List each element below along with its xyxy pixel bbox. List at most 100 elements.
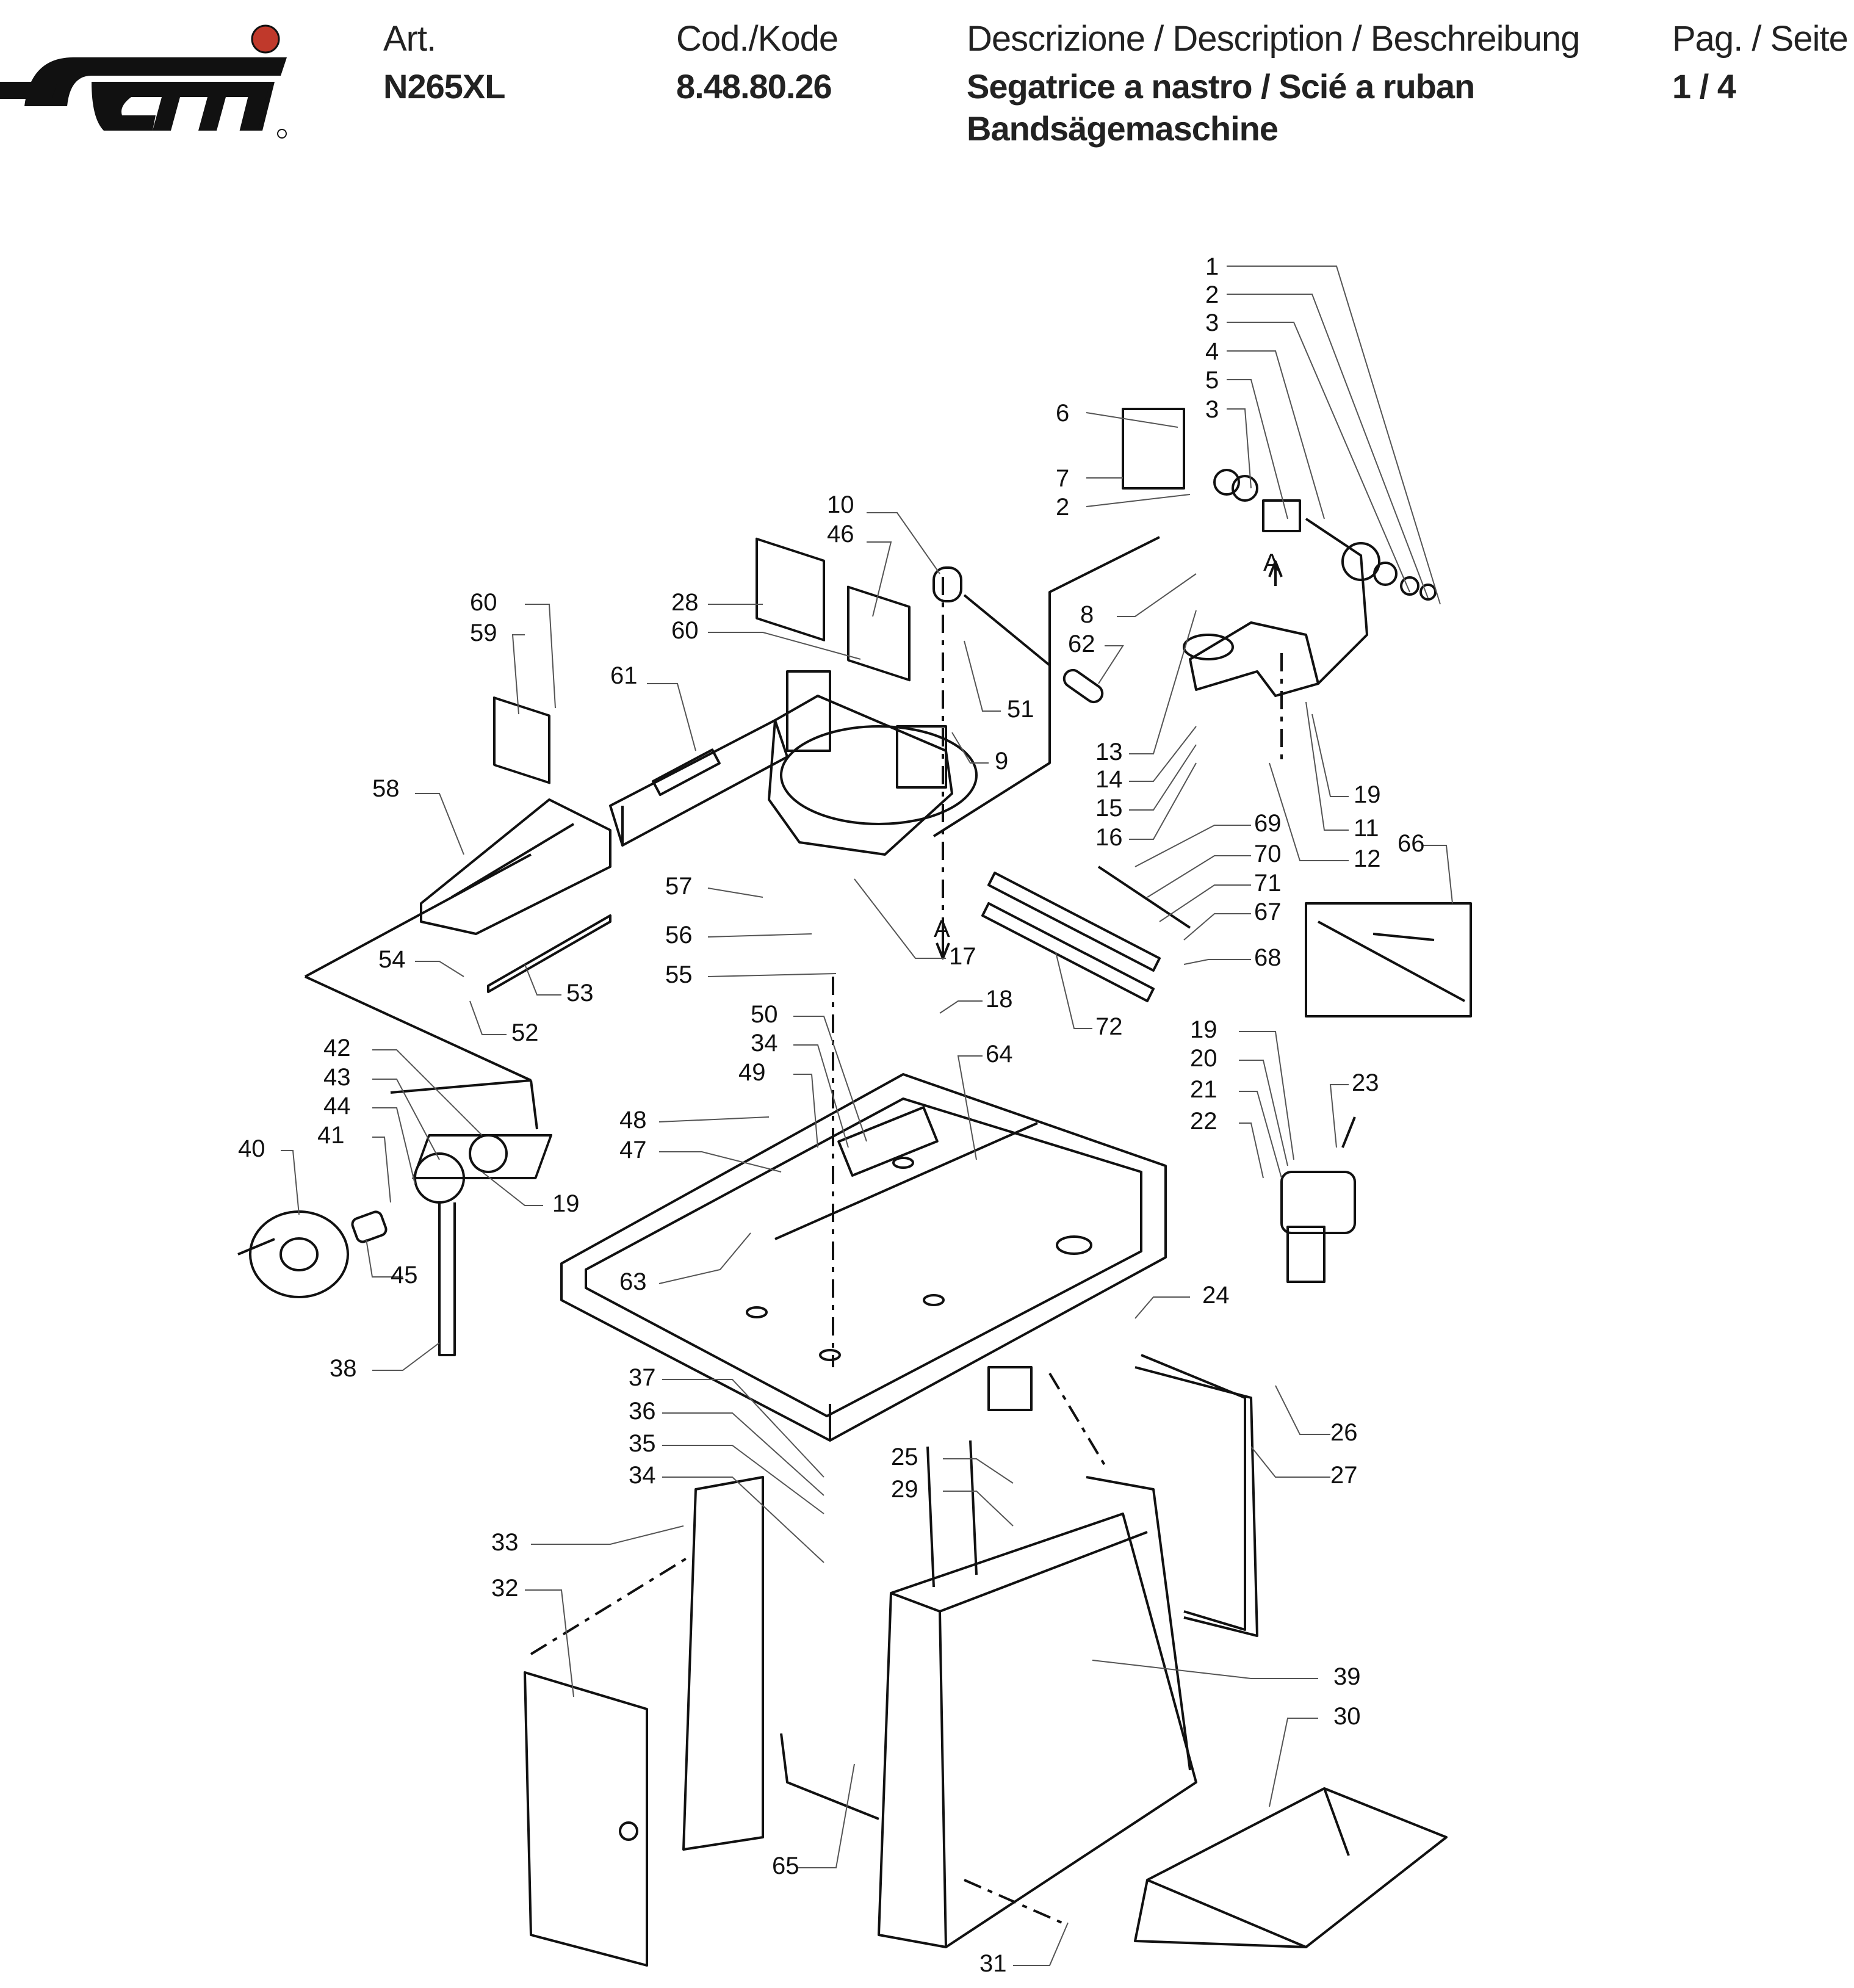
callout-47: 47 [619,1137,647,1163]
callout-5: 5 [1205,367,1219,394]
callout-55: 55 [665,961,693,988]
page-header: Art. N265XL Cod./Kode 8.48.80.26 Descriz… [0,0,1854,171]
callout-54: 54 [378,946,406,973]
callout-20: 20 [1190,1045,1217,1072]
callout-31: 31 [979,1950,1007,1977]
callout-51: 51 [1007,696,1034,723]
callout-28: 28 [671,589,699,616]
page-column: Pag. / Seite 1 / 4 [1672,18,1849,106]
code-column: Cod./Kode 8.48.80.26 [676,18,839,106]
callout-57: 57 [665,873,693,900]
article-value: N265XL [383,67,505,106]
callout-26: 26 [1330,1419,1358,1446]
callout-3: 3 [1205,309,1219,336]
callout-48: 48 [619,1107,647,1133]
callout-39: 39 [1333,1663,1361,1690]
callout-17: 17 [949,943,976,970]
callout-labels: A A 1 2 3 4 5 3 6 7 2 10 46 28 60 60 59 … [238,253,1425,1977]
callout-66: 66 [1398,830,1425,857]
article-label: Art. [383,19,436,59]
callout-10: 10 [827,491,854,518]
callout-70: 70 [1254,840,1282,867]
callout-46: 46 [827,521,854,548]
callout-19c: 19 [1190,1016,1217,1043]
leader-lines [281,266,1453,1966]
callout-37: 37 [629,1364,656,1391]
callout-25: 25 [891,1444,918,1470]
callout-34: 34 [751,1030,778,1057]
callout-22: 22 [1190,1108,1217,1135]
callout-36: 36 [629,1398,656,1425]
callout-38: 38 [330,1355,357,1382]
callout-18: 18 [986,986,1013,1013]
callout-44: 44 [323,1093,351,1119]
callout-52: 52 [511,1019,539,1046]
callout-13: 13 [1095,739,1123,765]
callout-34b: 34 [629,1462,656,1489]
callout-53: 53 [566,980,594,1007]
callout-50: 50 [751,1001,778,1028]
callout-27: 27 [1330,1462,1358,1489]
description-column: Descrizione / Description / Beschreibung… [967,18,1580,148]
callout-62: 62 [1068,631,1095,657]
callout-21: 21 [1190,1076,1217,1103]
callout-67: 67 [1254,898,1282,925]
callout-60b: 60 [470,589,497,616]
callout-41: 41 [317,1122,345,1149]
callout-33: 33 [491,1529,519,1556]
machine-drawing [237,408,1472,1967]
callout-14: 14 [1095,766,1123,793]
callout-58: 58 [372,775,400,802]
callout-49: 49 [738,1059,766,1086]
page-label: Pag. / Seite [1672,19,1849,59]
description-line-1: Segatrice a nastro / Scié a ruban [967,67,1475,106]
description-label: Descrizione / Description / Beschreibung [967,19,1580,59]
callout-60: 60 [671,617,699,644]
callout-56: 56 [665,922,693,949]
callout-8: 8 [1080,601,1094,628]
callout-16: 16 [1095,824,1123,851]
callout-2: 2 [1205,281,1219,308]
callout-24: 24 [1202,1282,1230,1309]
callout-61: 61 [610,662,638,689]
page-value: 1 / 4 [1672,67,1736,106]
callout-11: 11 [1354,815,1379,842]
description-line-2: Bandsägemaschine [967,109,1279,148]
code-label: Cod./Kode [676,19,839,59]
article-column: Art. N265XL [383,18,505,106]
callout-7: 7 [1056,465,1069,492]
callout-19b: 19 [552,1190,580,1217]
callout-42: 42 [323,1035,351,1061]
callout-65: 65 [772,1852,799,1879]
femi-logo [0,24,287,139]
code-value: 8.48.80.26 [676,67,832,106]
callout-3b: 3 [1205,396,1219,423]
callout-6: 6 [1056,400,1069,427]
callout-43: 43 [323,1064,351,1091]
callout-71: 71 [1254,870,1282,897]
callout-1: 1 [1205,253,1219,280]
callout-15: 15 [1095,795,1123,822]
callout-40: 40 [238,1135,265,1162]
callout-45: 45 [391,1262,418,1289]
femi-logo-dot [251,24,280,54]
femi-logo-wordmark [0,57,287,131]
section-mark-a-upper: A [1263,549,1280,576]
callout-63: 63 [619,1268,647,1295]
callout-12: 12 [1354,845,1381,872]
callout-32: 32 [491,1575,519,1602]
callout-23: 23 [1352,1069,1379,1096]
callout-72: 72 [1095,1013,1123,1040]
callout-59: 59 [470,620,497,646]
callout-69: 69 [1254,810,1282,837]
callout-2b: 2 [1056,494,1069,521]
callout-68: 68 [1254,944,1282,971]
callout-29: 29 [891,1476,918,1503]
callout-19: 19 [1354,781,1381,808]
callout-9: 9 [995,748,1008,775]
callout-4: 4 [1205,338,1219,365]
callout-64: 64 [986,1041,1013,1068]
section-mark-a-lower: A [934,916,950,942]
callout-30: 30 [1333,1703,1361,1730]
